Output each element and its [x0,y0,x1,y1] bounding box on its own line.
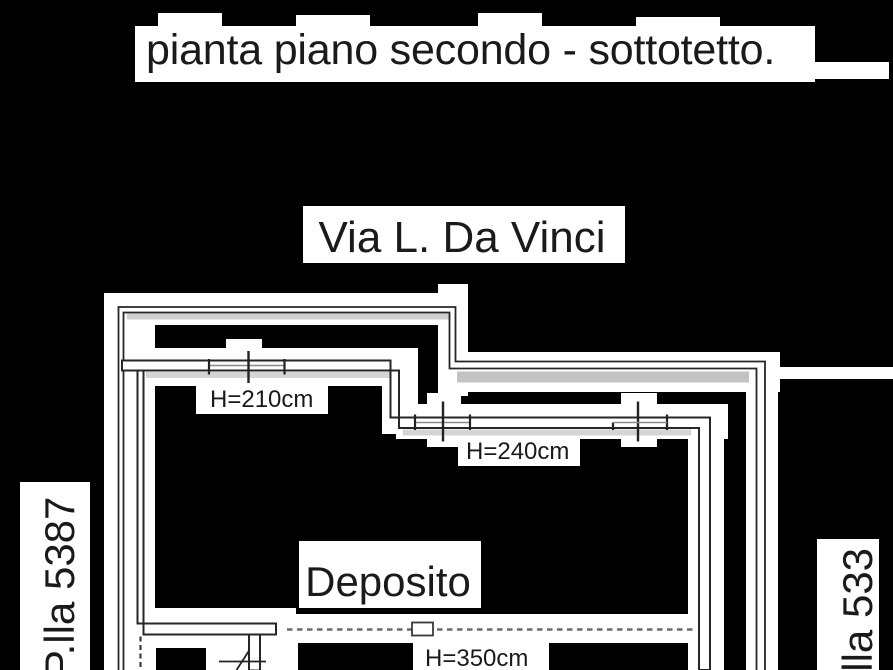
wall-a-tick-paper [226,339,262,353]
top-wall-shadow [127,313,449,320]
door-swing-diagonal [235,649,251,670]
room-label: Deposito [305,558,471,605]
wall-shadows [127,313,749,436]
deposito-paper [299,541,481,608]
h210-paper [196,380,328,414]
title-paper [135,26,815,82]
wall-b-shadow [403,429,691,436]
parcel-right-paper [817,539,879,670]
top-wall-paper [104,293,467,325]
drawing-title: pianta piano secondo - sottotetto. [146,26,775,74]
window-symbols [207,351,669,442]
upper-wall-shadow [457,371,749,383]
right-edge-strip [777,367,893,379]
parcel-label-right: P.lla 533 [834,548,881,670]
ridge-marker-box [411,621,434,637]
wall-a-shadow [146,372,390,378]
street-label: Via L. Da Vinci [319,213,606,262]
room-left-and-bottom-wall [136,369,277,636]
dashed-lines [139,621,697,670]
window-end-ticks [413,414,472,430]
height-label-350: H=350cm [425,645,528,670]
outer-contour-outside-line [117,306,766,670]
parcel-label-left: P.lla 5387 [36,497,83,670]
h350-paper [413,642,549,670]
street-paper [303,206,625,263]
title-paper-bump [296,15,370,28]
h240-paper [458,436,580,466]
outer-contour-inside-line [122,311,758,670]
height-label-210: H=210cm [210,386,313,413]
height-label-240: H=240cm [466,438,569,465]
title-paper-tail [805,62,889,79]
title-paper-bump [158,13,222,28]
outer-contour [117,306,766,670]
title-paper-bump [636,17,720,28]
title-paper-bump [478,13,542,28]
door-jamb-wall [248,633,261,670]
right-wall-paper [746,352,778,670]
window-end-ticks [207,359,286,375]
parcel-left-paper [20,482,90,670]
